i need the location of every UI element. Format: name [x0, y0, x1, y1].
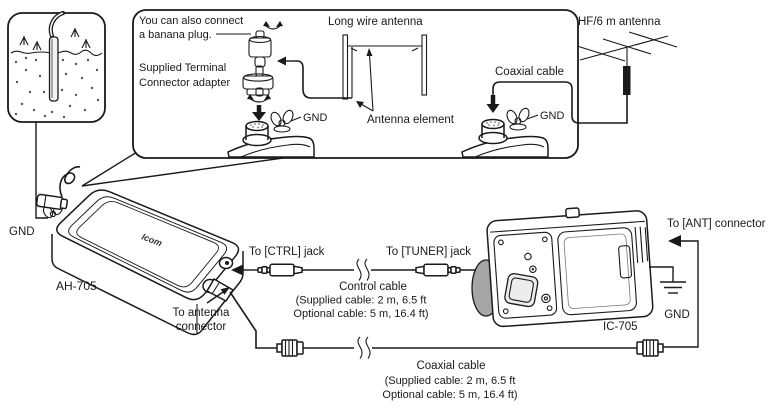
ic705-label: IC-705 [603, 321, 638, 333]
kickstand [504, 273, 539, 308]
to-antenna-arrow-icon [220, 287, 230, 295]
to-antenna-connector-label: To antenna connector [173, 287, 231, 333]
adapter-line1: Supplied Terminal [139, 62, 226, 74]
ground-rod-panel [7, 10, 106, 123]
longwire-title: Long wire antenna [328, 16, 423, 28]
ctrl-arrow-icon [231, 264, 243, 276]
down-arrow-icon-left [252, 105, 266, 121]
ground-rod [48, 10, 66, 102]
to-tuner-label: To [TUNER] jack [386, 246, 471, 258]
ant-connector-callout: To [ANT] connector [663, 218, 766, 348]
cable-break-icon-control [356, 258, 370, 281]
coax-supplied: (Supplied cable: 2 m, 6.5 ft [385, 375, 516, 387]
to-antenna-line1: To antenna [173, 307, 231, 319]
down-arrow-icon-right [486, 95, 500, 113]
rotate-arrow-icon-top [263, 21, 283, 30]
antenna-element-pointers [356, 48, 374, 112]
radio-ground: GND [649, 266, 690, 321]
coax-to-hf: Coaxial cable [486, 66, 628, 124]
phone-plug-left [257, 263, 303, 277]
wing-bolt-icon-left [270, 109, 294, 133]
control-cable-optional: Optional cable: 5 m, 16.4 ft) [293, 308, 428, 320]
coaxial-cable: Coaxial cable (Supplied cable: 2 m, 6.5 … [229, 291, 664, 401]
hf-title: HF/6 m antenna [578, 16, 661, 28]
longwire-antenna: Long wire antenna Antenna element [294, 16, 455, 126]
control-cable-supplied: (Supplied cable: 2 m, 6.5 ft [296, 295, 427, 307]
ah705-device: Icom [35, 166, 244, 336]
ah705-label: AH-705 [56, 279, 97, 293]
cable-break-icon-coax [357, 336, 371, 359]
soil-dots [14, 56, 100, 119]
ctrl-jack [218, 256, 234, 270]
ic705-device [471, 207, 654, 328]
connect-arrow-icon [277, 56, 294, 66]
coax-title: Coaxial cable [416, 360, 485, 372]
tuner-corner-right: GND [461, 107, 565, 158]
terminal-adapter [242, 65, 274, 97]
adapter-line2: Connector adapter [139, 77, 230, 89]
ground-wire: GND [9, 122, 64, 238]
bnc-connector-left [276, 339, 304, 357]
gnd-label-callout-right: GND [540, 110, 565, 122]
tuner-corner-left: GND [227, 109, 328, 158]
coax-label-callout: Coaxial cable [495, 66, 564, 78]
banana-plug-note: You can also connect a banana plug. [139, 15, 251, 41]
phone-plug-right [415, 263, 461, 277]
gnd-label-main: GND [9, 226, 35, 238]
rotate-arrow-icon-bottom [247, 94, 271, 103]
bnc-connector-right [636, 339, 664, 357]
grass-icon [19, 28, 91, 51]
hf-antenna: HF/6 m antenna [576, 16, 678, 95]
banana-plug [248, 30, 272, 68]
wing-bolt-icon-right [506, 107, 530, 131]
note-line1: You can also connect [139, 15, 243, 27]
antenna-connector [202, 277, 235, 302]
earth-ground-icon [660, 281, 686, 294]
antenna-wire [35, 166, 81, 210]
gnd-label-callout-left: GND [303, 112, 328, 124]
to-antenna-line2: connector [176, 321, 227, 333]
callout-box: You can also connect a banana plug. Supp [81, 9, 678, 187]
antenna-element-label: Antenna element [367, 114, 455, 126]
to-ant-label: To [ANT] connector [667, 218, 766, 230]
coax-optional: Optional cable: 5 m, 16.4 ft) [382, 389, 517, 401]
control-cable-title: Control cable [339, 281, 407, 293]
note-line2: a banana plug. [139, 29, 212, 41]
to-ctrl-label: To [CTRL] jack [249, 246, 325, 258]
gnd-label-radio: GND [664, 309, 690, 321]
ant-arrow-icon [668, 235, 681, 247]
